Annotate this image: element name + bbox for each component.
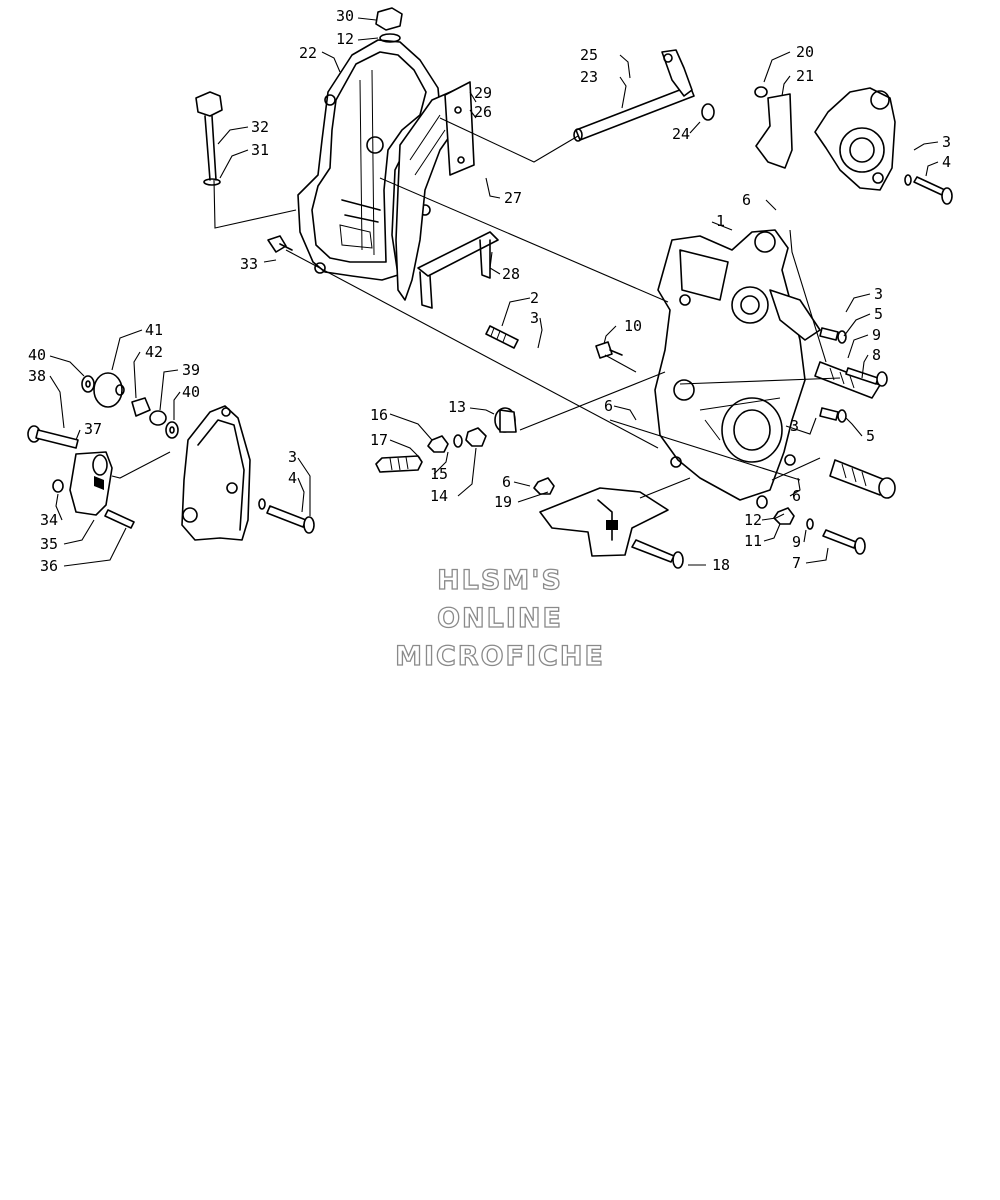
bolt-5: [819, 327, 847, 423]
nut-6-bottom: [533, 477, 555, 495]
bolt-7: [756, 495, 866, 555]
callout-40: 40: [182, 383, 200, 401]
callout-3: 3: [790, 417, 799, 435]
callout-25: 25: [580, 46, 598, 64]
callout-3: 3: [874, 285, 883, 303]
callout-leaders: [49, 17, 939, 567]
callout-39: 39: [182, 361, 200, 379]
watermark: HLSM'S ONLINE MICROFICHE: [394, 564, 605, 672]
brake-bracket-21: [754, 86, 793, 169]
callout-30: 30: [336, 7, 354, 25]
callout-19: 19: [494, 493, 512, 511]
mount-bracket-19: [539, 487, 669, 557]
callout-35: 35: [40, 535, 58, 553]
callout-37: 37: [84, 420, 102, 438]
callout-15: 15: [430, 465, 448, 483]
callout-8: 8: [872, 346, 881, 364]
bolt-18: [631, 539, 684, 569]
callout-31: 31: [251, 141, 269, 159]
callout-5: 5: [866, 427, 875, 445]
bearing-housing: [814, 87, 896, 191]
callout-3: 3: [530, 309, 539, 327]
callout-labels: 30 12 22 25 23 24 20 21 3 4 32 31 29 26 …: [28, 7, 951, 575]
idler-wheel-41: [93, 372, 125, 408]
callout-6: 6: [742, 191, 751, 209]
shaft-23: [573, 49, 715, 142]
washer-40a: [81, 375, 95, 393]
callout-16: 16: [370, 406, 388, 424]
nut-34: [52, 479, 64, 493]
assembly-lines: [111, 117, 841, 499]
drive-cover: [297, 39, 441, 281]
callout-42: 42: [145, 343, 163, 361]
callout-6: 6: [604, 397, 613, 415]
callout-11: 11: [744, 532, 762, 550]
callout-18: 18: [712, 556, 730, 574]
callout-13: 13: [448, 398, 466, 416]
callout-6: 6: [502, 473, 511, 491]
callout-41: 41: [145, 321, 163, 339]
callout-3: 3: [942, 133, 951, 151]
side-cover: [181, 405, 251, 541]
nut-30: [375, 7, 403, 43]
bolt-2: [485, 325, 519, 349]
callout-22: 22: [299, 44, 317, 62]
washers-14-15-16: [427, 427, 487, 453]
callout-4: 4: [942, 153, 951, 171]
watermark-line-3: MICROFICHE: [395, 641, 605, 672]
callout-38: 38: [28, 367, 46, 385]
callout-9: 9: [792, 533, 801, 551]
callout-28: 28: [502, 265, 520, 283]
callout-23: 23: [580, 68, 598, 86]
callout-36: 36: [40, 557, 58, 575]
bolt-4a: [904, 174, 953, 205]
bolt-37: [27, 425, 79, 449]
callout-17: 17: [370, 431, 388, 449]
callout-29: 29: [474, 84, 492, 102]
callout-40: 40: [28, 346, 46, 364]
grommet-13: [494, 407, 517, 433]
bracket-plate-29: [444, 81, 475, 176]
bolt-17: [375, 455, 423, 473]
callout-20: 20: [796, 43, 814, 61]
washer-40b: [165, 421, 179, 439]
watermark-line-1: HLSM'S: [437, 565, 563, 596]
callout-24: 24: [672, 125, 690, 143]
dipstick-32: [195, 91, 223, 186]
callout-14: 14: [430, 487, 448, 505]
callout-1: 1: [716, 212, 725, 230]
shaft-stub-lower: [829, 459, 896, 499]
bolt-4b: [258, 498, 315, 534]
chaincase-1: [654, 229, 821, 501]
callout-26: 26: [474, 103, 492, 121]
callout-10: 10: [624, 317, 642, 335]
callout-32: 32: [251, 118, 269, 136]
callout-27: 27: [504, 189, 522, 207]
watermark-line-2: ONLINE: [437, 603, 563, 634]
bolt-33: [267, 235, 293, 253]
tensioner-arm-35: [69, 451, 113, 516]
callout-12: 12: [336, 30, 354, 48]
bushing-42: [131, 397, 167, 426]
callout-7: 7: [792, 554, 801, 572]
callout-33: 33: [240, 255, 258, 273]
callout-3: 3: [288, 448, 297, 466]
callout-4: 4: [288, 469, 297, 487]
bolt-10: [595, 341, 623, 359]
callout-9: 9: [872, 326, 881, 344]
callout-12: 12: [744, 511, 762, 529]
retainer-clip-28: [417, 231, 499, 309]
callout-21: 21: [796, 67, 814, 85]
callout-2: 2: [530, 289, 539, 307]
callout-34: 34: [40, 511, 58, 529]
callout-6: 6: [792, 487, 801, 505]
callout-5: 5: [874, 305, 883, 323]
bolt-36: [104, 509, 135, 529]
